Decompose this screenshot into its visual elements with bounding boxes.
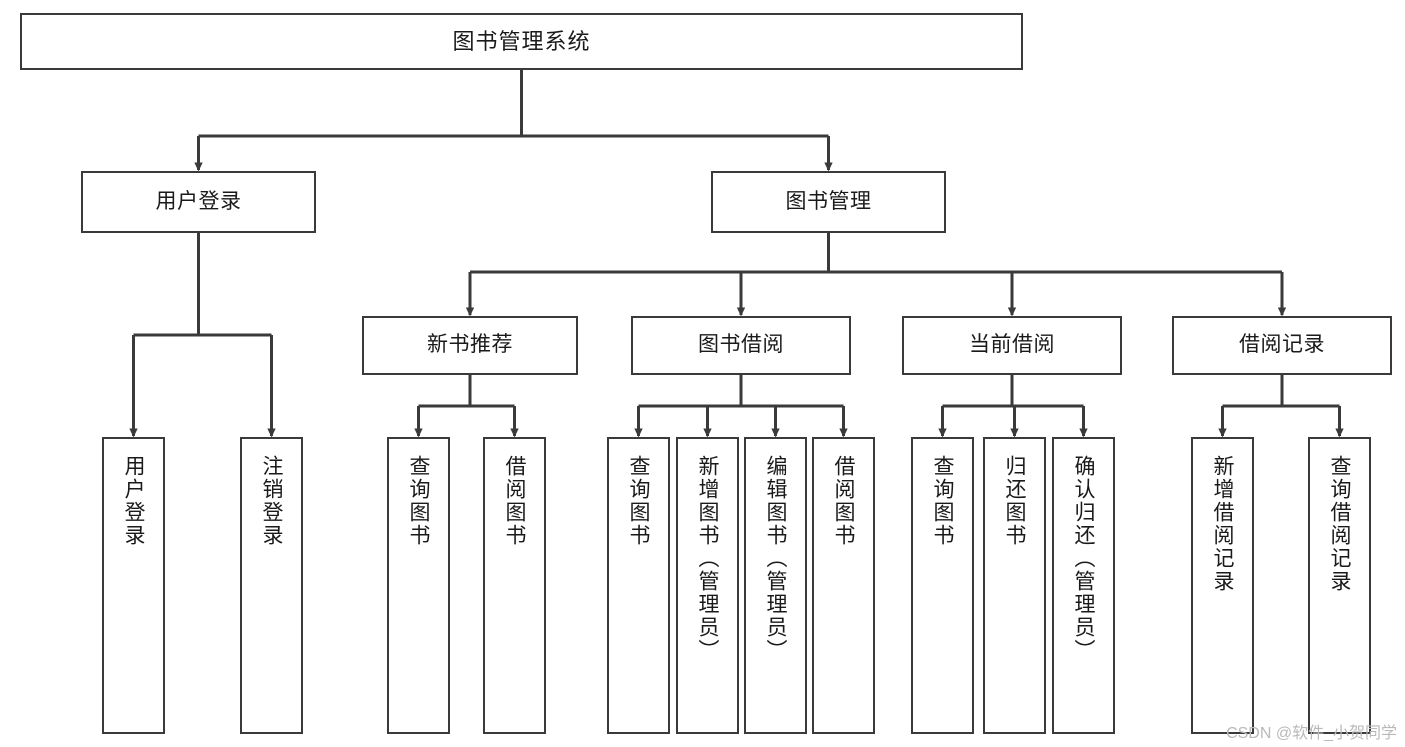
node-n3[interactable]: 新书推荐 bbox=[362, 316, 578, 375]
node-n9[interactable]: 查询图书 bbox=[387, 437, 450, 734]
node-n10[interactable]: 借阅图书 bbox=[483, 437, 546, 734]
node-label: 借阅图书 bbox=[832, 455, 855, 547]
node-n14[interactable]: 借阅图书 bbox=[812, 437, 875, 734]
node-label: 图书借阅 bbox=[698, 333, 784, 357]
node-label: 借阅记录 bbox=[1239, 333, 1325, 357]
node-n4[interactable]: 图书借阅 bbox=[631, 316, 851, 375]
node-n6[interactable]: 借阅记录 bbox=[1172, 316, 1392, 375]
node-label: 图书管理系统 bbox=[452, 28, 591, 54]
node-label: 用户登录 bbox=[155, 189, 242, 213]
node-label: 注销登录 bbox=[260, 455, 283, 547]
node-label: 查询借阅记录 bbox=[1328, 455, 1351, 593]
node-n12[interactable]: 新增图书（管理员） bbox=[676, 437, 739, 734]
node-n1[interactable]: 用户登录 bbox=[81, 171, 316, 233]
node-n2[interactable]: 图书管理 bbox=[711, 171, 946, 233]
node-n17[interactable]: 确认归还（管理员） bbox=[1052, 437, 1115, 734]
node-n13[interactable]: 编辑图书（管理员） bbox=[744, 437, 807, 734]
node-label: 当前借阅 bbox=[969, 333, 1055, 357]
node-n15[interactable]: 查询图书 bbox=[911, 437, 974, 734]
node-label: 新书推荐 bbox=[427, 333, 513, 357]
node-label: 确认归还（管理员） bbox=[1072, 455, 1095, 662]
node-label: 新增借阅记录 bbox=[1211, 455, 1234, 593]
node-n19[interactable]: 查询借阅记录 bbox=[1308, 437, 1371, 734]
node-n7[interactable]: 用户登录 bbox=[102, 437, 165, 734]
node-label: 归还图书 bbox=[1003, 455, 1026, 547]
node-label: 查询图书 bbox=[931, 455, 954, 547]
node-n16[interactable]: 归还图书 bbox=[983, 437, 1046, 734]
node-n18[interactable]: 新增借阅记录 bbox=[1191, 437, 1254, 734]
node-label: 编辑图书（管理员） bbox=[764, 455, 787, 662]
node-label: 用户登录 bbox=[122, 455, 145, 547]
node-label: 借阅图书 bbox=[503, 455, 526, 547]
node-label: 图书管理 bbox=[785, 189, 872, 213]
node-n0[interactable]: 图书管理系统 bbox=[20, 13, 1023, 70]
node-label: 查询图书 bbox=[407, 455, 430, 547]
node-label: 查询图书 bbox=[627, 455, 650, 547]
node-n5[interactable]: 当前借阅 bbox=[902, 316, 1122, 375]
connector-lines bbox=[129, 70, 1344, 438]
node-n11[interactable]: 查询图书 bbox=[607, 437, 670, 734]
node-n8[interactable]: 注销登录 bbox=[240, 437, 303, 734]
node-label: 新增图书（管理员） bbox=[696, 455, 719, 662]
